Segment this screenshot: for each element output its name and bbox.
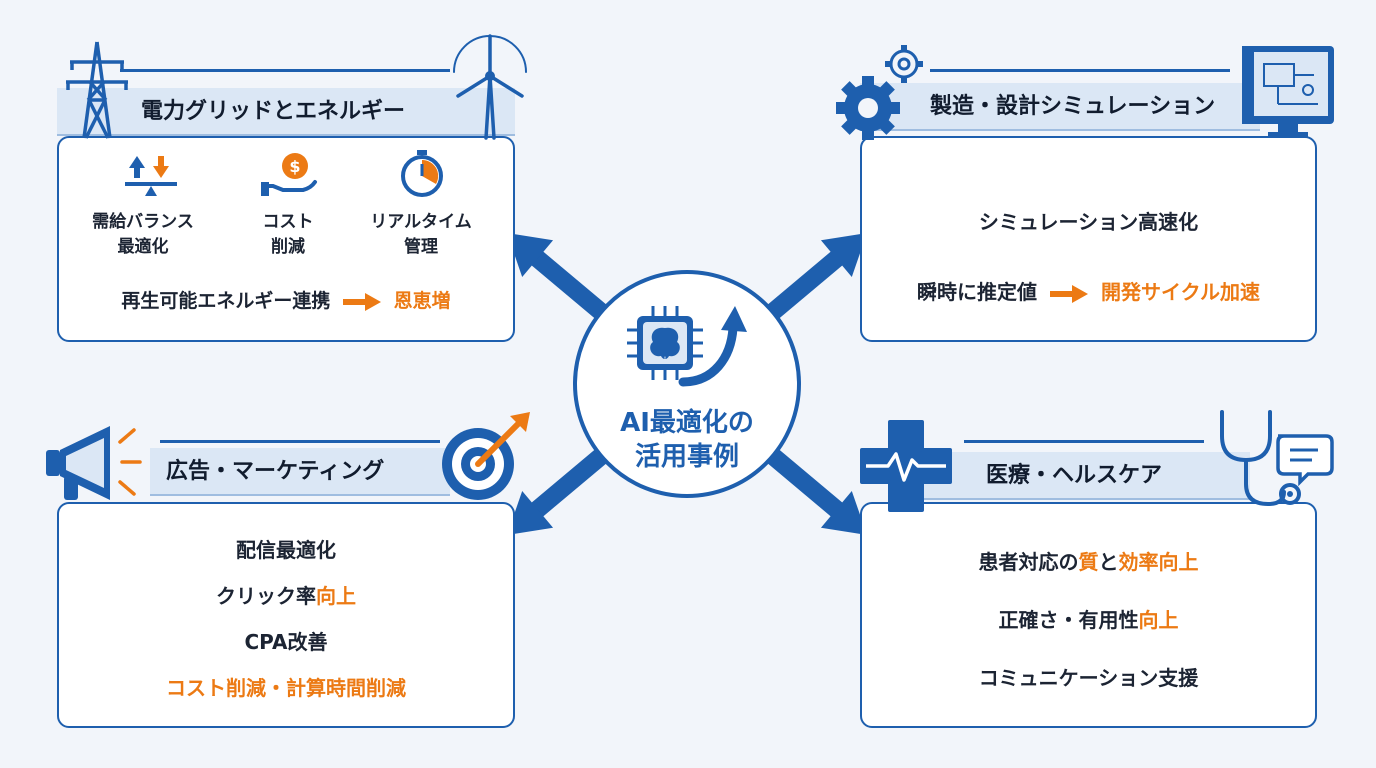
ai-chip-brain-icon bbox=[627, 306, 747, 387]
marketing-title: 広告・マーケティング bbox=[166, 459, 385, 484]
healthcare-line1: 患者対応の質と効率向上 bbox=[862, 546, 1315, 575]
healthcare-line1-c: と bbox=[1098, 550, 1119, 574]
manufacturing-line2-text: 瞬時に推定値 bbox=[917, 280, 1038, 304]
energy-item-2: コスト 削減 bbox=[218, 210, 358, 260]
medical-cross-icon bbox=[860, 420, 952, 512]
center-title-line2: 活用事例 bbox=[634, 442, 739, 472]
healthcare-line1-a: 患者対応の bbox=[978, 550, 1079, 574]
healthcare-line1-b: 質 bbox=[1078, 550, 1099, 574]
manufacturing-title: 製造・設計シミュレーション bbox=[930, 94, 1216, 119]
stopwatch-icon bbox=[397, 148, 447, 202]
marketing-header: 広告・マーケティング bbox=[150, 448, 450, 496]
manufacturing-line2-result: 開発サイクル加速 bbox=[1100, 280, 1260, 304]
healthcare-header: 医療・ヘルスケア bbox=[920, 452, 1250, 500]
healthcare-title: 医療・ヘルスケア bbox=[986, 463, 1163, 488]
power-tower-icon bbox=[66, 41, 128, 139]
energy-title: 電力グリッドとエネルギー bbox=[141, 99, 406, 124]
balance-icon bbox=[121, 154, 181, 202]
svg-text:$: $ bbox=[289, 157, 300, 176]
energy-bottom-result: 恩恵増 bbox=[393, 290, 451, 312]
energy-item-1-line1: 需給バランス bbox=[92, 212, 194, 232]
center-title-line1: AI最適化の bbox=[620, 408, 754, 438]
marketing-header-line bbox=[160, 440, 440, 443]
cost-hand-icon: $ bbox=[259, 150, 319, 204]
energy-item-3-line2: 管理 bbox=[404, 237, 438, 257]
gears-icon bbox=[836, 45, 923, 140]
healthcare-line2-highlight: 向上 bbox=[1138, 608, 1179, 632]
healthcare-header-line bbox=[964, 440, 1204, 443]
energy-item-1-line2: 最適化 bbox=[117, 237, 169, 257]
wind-turbine-icon bbox=[453, 34, 527, 140]
energy-item-2-line2: 削減 bbox=[271, 237, 305, 257]
cad-monitor-icon bbox=[1242, 46, 1334, 137]
marketing-line2-text: クリック率 bbox=[216, 584, 316, 608]
energy-panel: $ 需給バランス 最適化 コスト 削減 リアルタイム 管理 再生可能エネルギー連… bbox=[57, 136, 515, 342]
marketing-line2-highlight: 向上 bbox=[316, 584, 356, 608]
manufacturing-panel: シミュレーション高速化 瞬時に推定値 開発サイクル加速 bbox=[860, 136, 1317, 342]
energy-header-line bbox=[120, 69, 450, 72]
healthcare-line3: コミュニケーション支援 bbox=[978, 666, 1199, 690]
marketing-line4: コスト削減・計算時間削減 bbox=[166, 676, 406, 700]
healthcare-line1-d: 効率向上 bbox=[1118, 550, 1199, 574]
marketing-panel: 配信最適化 クリック率向上 CPA改善 コスト削減・計算時間削減 bbox=[57, 502, 515, 728]
right-arrow-icon bbox=[1050, 284, 1088, 303]
manufacturing-line2: 瞬時に推定値 開発サイクル加速 bbox=[862, 276, 1315, 305]
target-icon bbox=[442, 412, 530, 500]
manufacturing-header: 製造・設計シミュレーション bbox=[860, 83, 1260, 131]
stethoscope-chat-icon bbox=[1220, 410, 1334, 507]
center-hub: AI最適化の 活用事例 bbox=[573, 270, 801, 498]
manufacturing-line1: シミュレーション高速化 bbox=[978, 210, 1199, 234]
healthcare-line2-text: 正確さ・有用性 bbox=[998, 608, 1139, 632]
healthcare-line2: 正確さ・有用性向上 bbox=[862, 604, 1315, 633]
energy-item-3-line1: リアルタイム bbox=[370, 212, 472, 232]
marketing-line2: クリック率向上 bbox=[59, 580, 513, 609]
manufacturing-header-line bbox=[930, 69, 1230, 72]
energy-bottom-line: 再生可能エネルギー連携 恩恵増 bbox=[59, 286, 513, 313]
energy-header: 電力グリッドとエネルギー bbox=[57, 88, 515, 136]
energy-bottom-text: 再生可能エネルギー連携 bbox=[121, 290, 331, 312]
marketing-line1: 配信最適化 bbox=[236, 538, 336, 562]
energy-item-2-line1: コスト bbox=[262, 212, 314, 232]
energy-item-3: リアルタイム 管理 bbox=[351, 210, 491, 260]
megaphone-icon bbox=[46, 426, 142, 500]
right-arrow-icon bbox=[343, 292, 381, 311]
energy-item-1: 需給バランス 最適化 bbox=[73, 210, 213, 260]
healthcare-panel: 患者対応の質と効率向上 正確さ・有用性向上 コミュニケーション支援 bbox=[860, 502, 1317, 728]
marketing-line3: CPA改善 bbox=[244, 630, 328, 654]
